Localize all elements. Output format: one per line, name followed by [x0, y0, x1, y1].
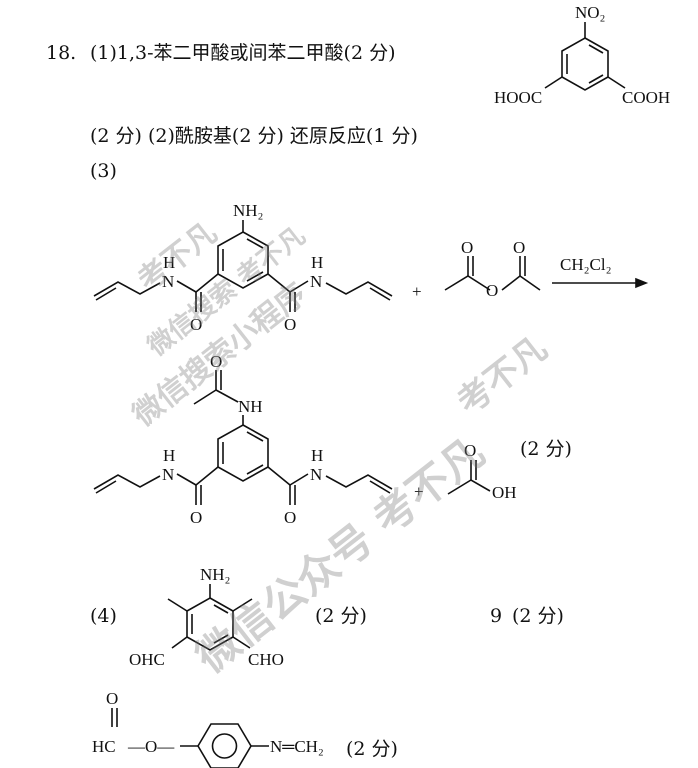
nitro-label: NO₂: [575, 3, 605, 22]
amino-dialdehyde-structure: NH₂ OHC CHO: [129, 565, 284, 669]
acid-oh-label: OH: [492, 483, 517, 502]
part4-label: (4): [90, 605, 117, 627]
final-score: (2 分): [346, 738, 398, 760]
product-right-amide-h: H: [311, 446, 323, 465]
formyl-carbonyl-o: O: [106, 689, 118, 708]
plus-sign-2: +: [414, 482, 424, 501]
product-diamide-structure: NH O O N H O N H: [93, 352, 393, 527]
part3-label: (3): [90, 160, 117, 182]
left-carbonyl-o: O: [190, 315, 202, 334]
ohc-label: OHC: [129, 650, 165, 669]
formyl-hc-label: HC: [92, 737, 116, 756]
right-carbonyl-o: O: [284, 315, 296, 334]
plus-sign-1: +: [412, 282, 422, 301]
acid-carbonyl-o: O: [464, 441, 476, 460]
ester-o-label: —O—: [127, 737, 175, 756]
left-amide-h: H: [163, 253, 175, 272]
product-left-carbonyl-o: O: [190, 508, 202, 527]
acetyl-carbonyl-o: O: [210, 352, 222, 371]
part4-count-score: (2 分): [512, 605, 564, 627]
hooc-label: HOOC: [494, 88, 542, 107]
formate-ester-structure: HC O —O— N═CH₂: [92, 689, 324, 768]
acetic-acid-structure: O OH: [447, 441, 517, 502]
part4-score: (2 分): [315, 605, 367, 627]
reaction-arrow: CH₂Cl₂: [552, 255, 649, 289]
product-left-amide-h: H: [163, 446, 175, 465]
product-left-amide-n: N: [162, 465, 174, 484]
anhydride-o-left: O: [461, 238, 473, 257]
product-right-amide-n: N: [310, 465, 322, 484]
anhydride-o-right: O: [513, 238, 525, 257]
acetic-anhydride-structure: O O O: [444, 238, 541, 300]
aldehyde-amino-label: NH₂: [200, 565, 230, 584]
imine-label: N═CH₂: [270, 737, 324, 756]
part2-answer-line: (2 分) (2)酰胺基(2 分) 还原反应(1 分): [90, 125, 418, 147]
part3-score: (2 分): [520, 438, 572, 460]
cooh-label: COOH: [622, 88, 670, 107]
cho-label: CHO: [248, 650, 284, 669]
part1-answer: (1)1,3-苯二甲酸或间苯二甲酸(2 分): [90, 42, 396, 64]
anhydride-bridge-o: O: [486, 281, 498, 300]
reagent-label: CH₂Cl₂: [560, 255, 612, 274]
right-amide-h: H: [311, 253, 323, 272]
acetamido-nh: NH: [238, 397, 263, 416]
right-amide-n: N: [310, 272, 322, 291]
question-number: 18.: [46, 42, 77, 64]
product-right-carbonyl-o: O: [284, 508, 296, 527]
part4-count: 9: [490, 605, 503, 627]
left-amide-n: N: [162, 272, 174, 291]
reactant-diamide-structure: NH₂ O N H O N H: [93, 201, 393, 334]
nitroisophthalic-acid-structure: NO₂ HOOC COOH: [494, 3, 670, 107]
amino-label: NH₂: [233, 201, 263, 220]
